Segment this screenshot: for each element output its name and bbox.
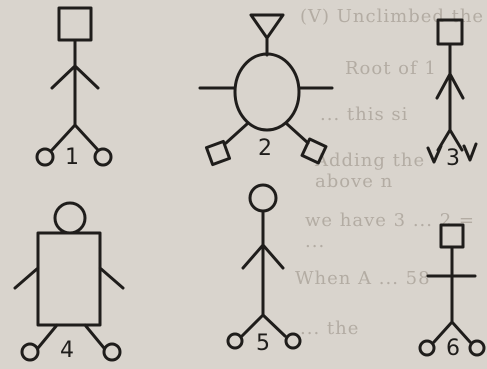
figure-label: 1 — [65, 147, 79, 169]
figure-label: 6 — [446, 338, 460, 360]
figure-1 — [37, 8, 111, 165]
figure-label: 5 — [256, 333, 270, 355]
figure-label: 3 — [446, 148, 460, 170]
figure-4 — [15, 203, 123, 360]
figure-5 — [228, 185, 300, 348]
figure-label: 4 — [60, 340, 74, 362]
figure-label: 2 — [258, 138, 272, 160]
figure-3 — [428, 20, 476, 162]
